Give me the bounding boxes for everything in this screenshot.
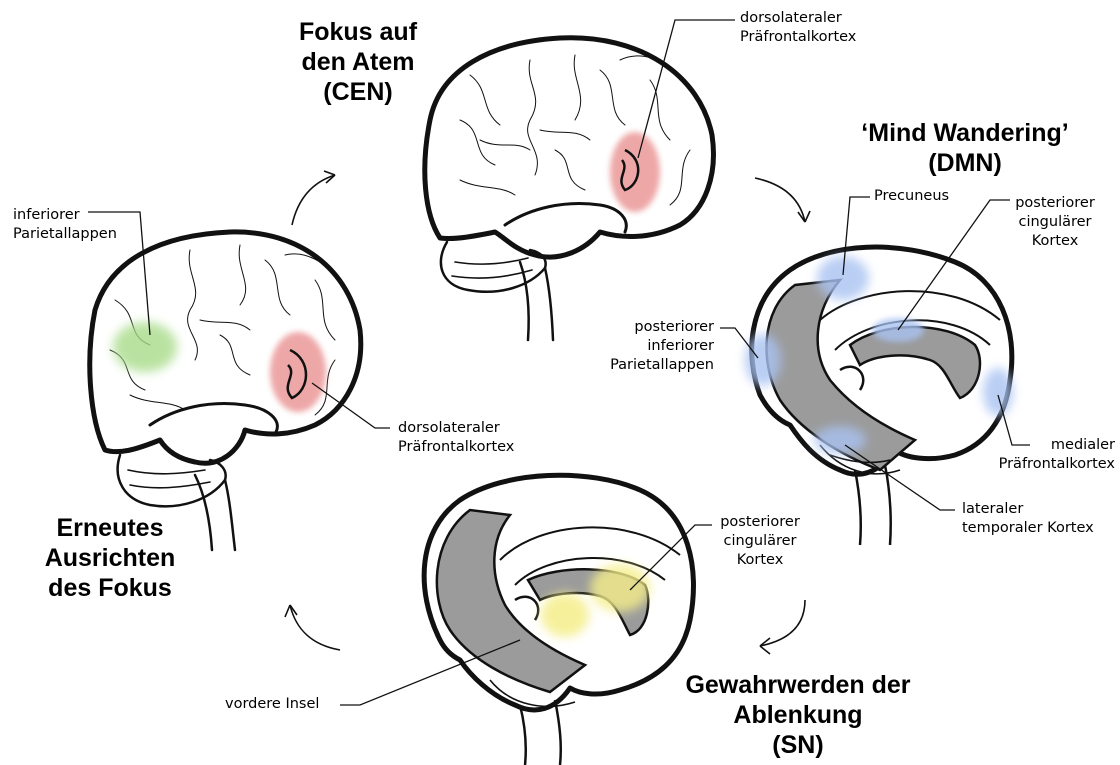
label-line: Präfrontalkortex xyxy=(398,438,514,457)
stage-title-sn: Gewahrwerden der Ablenkung (SN) xyxy=(668,670,928,760)
stage-title-line: des Fokus xyxy=(25,573,195,603)
sn-insula-highlight xyxy=(541,593,589,637)
label-line: temporaler Kortex xyxy=(962,519,1094,538)
label-dmn-mpfc: medialer Präfrontalkortex xyxy=(985,436,1115,474)
label-sn-pcc: posteriorer cingulärer Kortex xyxy=(710,513,810,570)
stage-title-line: Ausrichten xyxy=(25,543,195,573)
arrow-refocus-to-cen xyxy=(292,171,335,225)
stage-title-line: (SN) xyxy=(668,730,928,760)
label-line: Precuneus xyxy=(874,187,949,206)
label-line: posteriorer xyxy=(710,513,810,532)
brain-cen-lateral xyxy=(425,38,714,340)
dmn-pipl-highlight xyxy=(745,334,781,386)
arrow-cen-to-dmn xyxy=(755,178,810,222)
label-line: cingulärer xyxy=(710,532,810,551)
stage-title-line: Erneutes xyxy=(25,513,195,543)
dmn-precuneus-highlight xyxy=(817,256,869,300)
label-line: inferiorer xyxy=(590,337,714,356)
label-line: Parietallappen xyxy=(13,225,117,244)
stage-title-line: Fokus auf xyxy=(283,17,433,47)
label-line: Präfrontalkortex xyxy=(985,455,1115,474)
label-line: dorsolateraler xyxy=(740,9,856,28)
label-line: inferiorer xyxy=(13,206,117,225)
stage-title-line: ‘Mind Wandering’ xyxy=(835,118,1095,148)
label-line: vordere Insel xyxy=(225,695,319,714)
label-left-dlpfc: dorsolateraler Präfrontalkortex xyxy=(398,419,514,457)
label-line: dorsolateraler xyxy=(398,419,514,438)
label-dmn-pcc: posteriorer cingulärer Kortex xyxy=(1005,194,1105,251)
label-line: cingulärer xyxy=(1005,213,1105,232)
label-left-ipl: inferiorer Parietallappen xyxy=(13,206,117,244)
stage-title-line: (DMN) xyxy=(835,148,1095,178)
stage-title-line: (CEN) xyxy=(283,77,433,107)
dmn-ltc-highlight xyxy=(814,426,866,454)
stage-title-line: Ablenkung xyxy=(668,700,928,730)
arrow-sn-to-refocus xyxy=(285,605,340,650)
label-line: posteriorer xyxy=(590,318,714,337)
left-ipl-highlight xyxy=(113,322,177,372)
label-line: Parietallappen xyxy=(590,356,714,375)
cen-dlpfc-leader xyxy=(638,20,735,158)
label-line: Kortex xyxy=(1005,232,1105,251)
stage-title-refocus: Erneutes Ausrichten des Fokus xyxy=(25,513,195,603)
label-sn-insula: vordere Insel xyxy=(225,695,319,714)
label-line: Kortex xyxy=(710,551,810,570)
stage-title-line: den Atem xyxy=(283,47,433,77)
label-cen-dlpfc: dorsolateraler Präfrontalkortex xyxy=(740,9,856,47)
arrow-dmn-to-sn xyxy=(760,600,805,654)
label-line: lateraler xyxy=(962,500,1094,519)
label-dmn-ltc: lateraler temporaler Kortex xyxy=(962,500,1094,538)
sn-pcc-highlight xyxy=(590,564,650,612)
left-dlpfc-highlight xyxy=(270,332,326,412)
label-dmn-precuneus: Precuneus xyxy=(874,187,949,206)
label-line: medialer xyxy=(985,436,1115,455)
label-line: Präfrontalkortex xyxy=(740,28,856,47)
label-line: posteriorer xyxy=(1005,194,1105,213)
stage-title-dmn: ‘Mind Wandering’ (DMN) xyxy=(835,118,1095,178)
stage-title-line: Gewahrwerden der xyxy=(668,670,928,700)
dmn-mpfc-highlight xyxy=(983,368,1013,416)
stage-title-cen: Fokus auf den Atem (CEN) xyxy=(283,17,433,107)
label-dmn-pipl: posteriorer inferiorer Parietallappen xyxy=(590,318,714,375)
cen-dlpfc-highlight xyxy=(610,132,660,212)
